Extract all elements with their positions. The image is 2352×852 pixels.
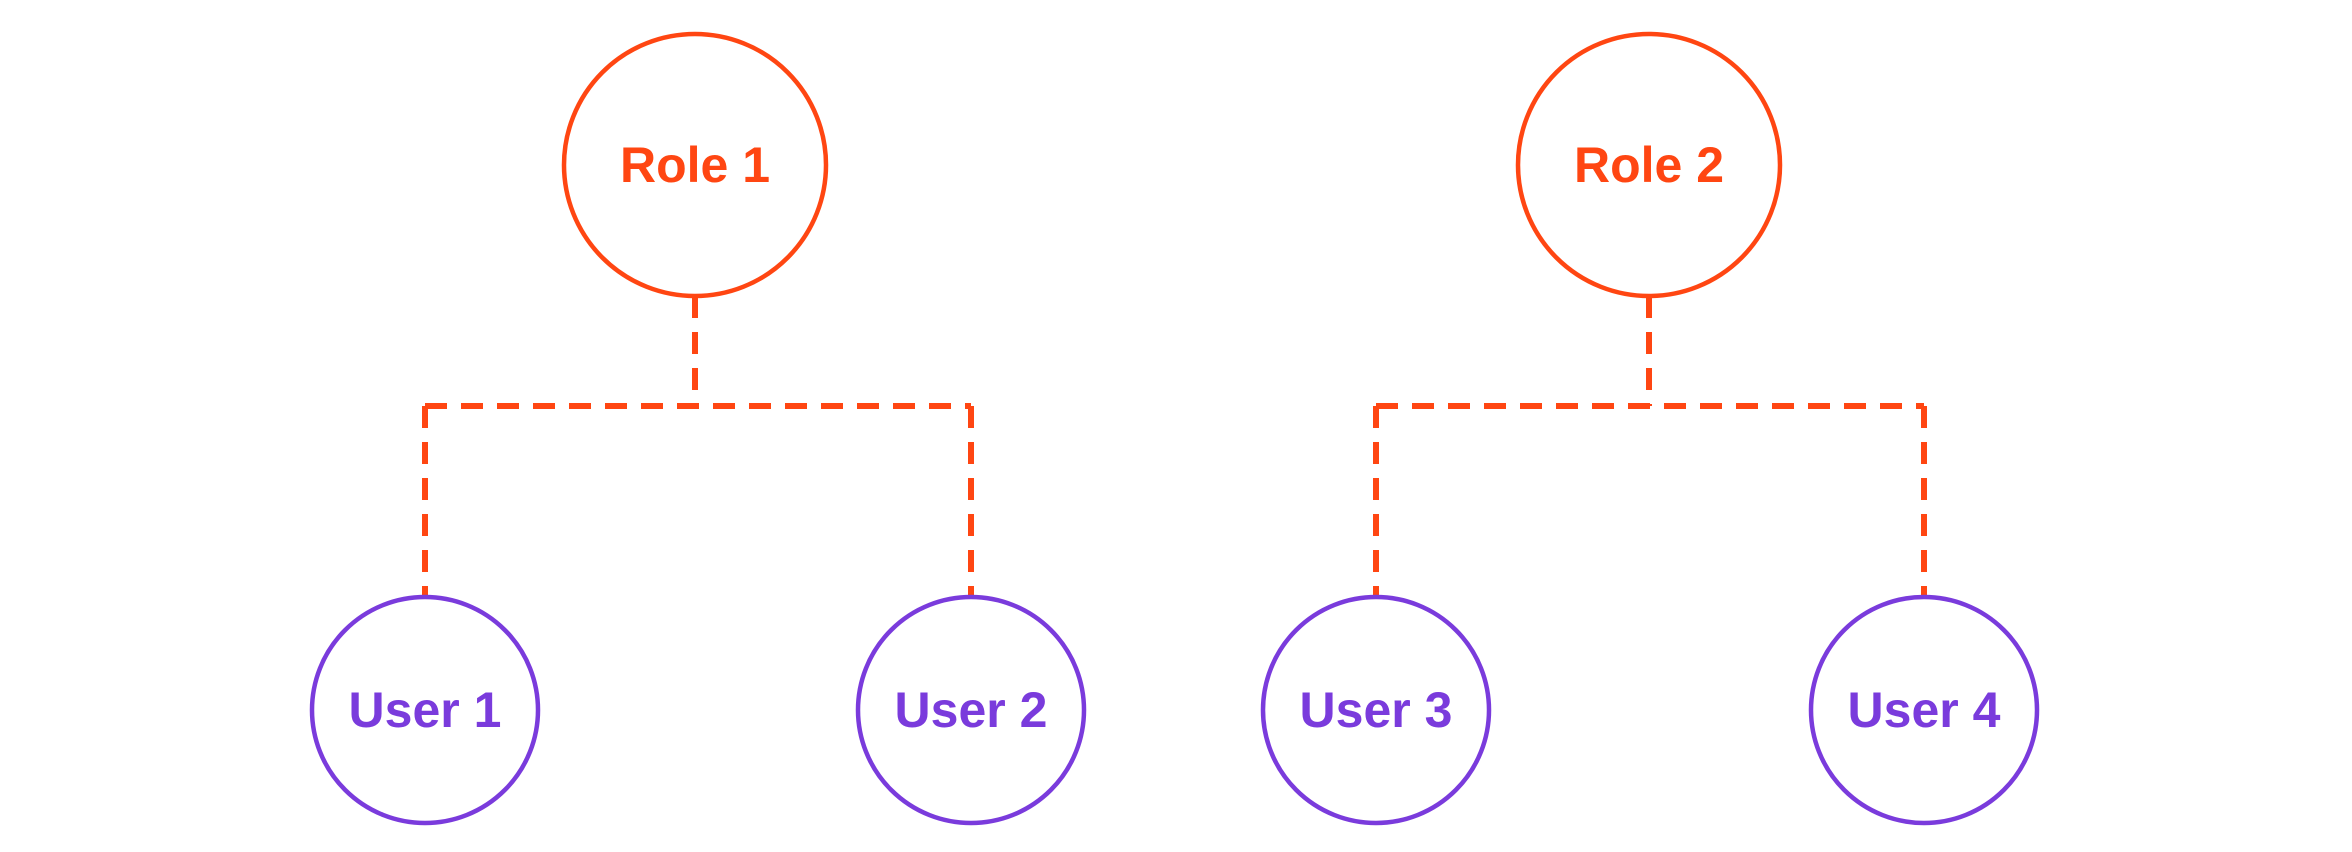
user-4-label: User 4	[1848, 682, 2001, 738]
connector-role2-users	[1373, 296, 1927, 596]
user-1-circle	[309, 594, 541, 826]
user-4-circle	[1808, 594, 2040, 826]
connector-role1-users	[422, 296, 974, 596]
role-2-label: Role 2	[1574, 137, 1724, 193]
node-user-1: User 1	[309, 594, 541, 826]
role-1-circle	[561, 31, 829, 299]
node-role-2: Role 2	[1515, 31, 1783, 299]
role-2-circle	[1515, 31, 1783, 299]
role-1-label: Role 1	[620, 137, 770, 193]
node-role-1: Role 1	[561, 31, 829, 299]
node-user-4: User 4	[1808, 594, 2040, 826]
node-user-2: User 2	[855, 594, 1087, 826]
user-1-label: User 1	[349, 682, 502, 738]
user-3-circle	[1260, 594, 1492, 826]
user-2-label: User 2	[895, 682, 1048, 738]
user-3-label: User 3	[1300, 682, 1453, 738]
user-2-circle	[855, 594, 1087, 826]
node-user-3: User 3	[1260, 594, 1492, 826]
